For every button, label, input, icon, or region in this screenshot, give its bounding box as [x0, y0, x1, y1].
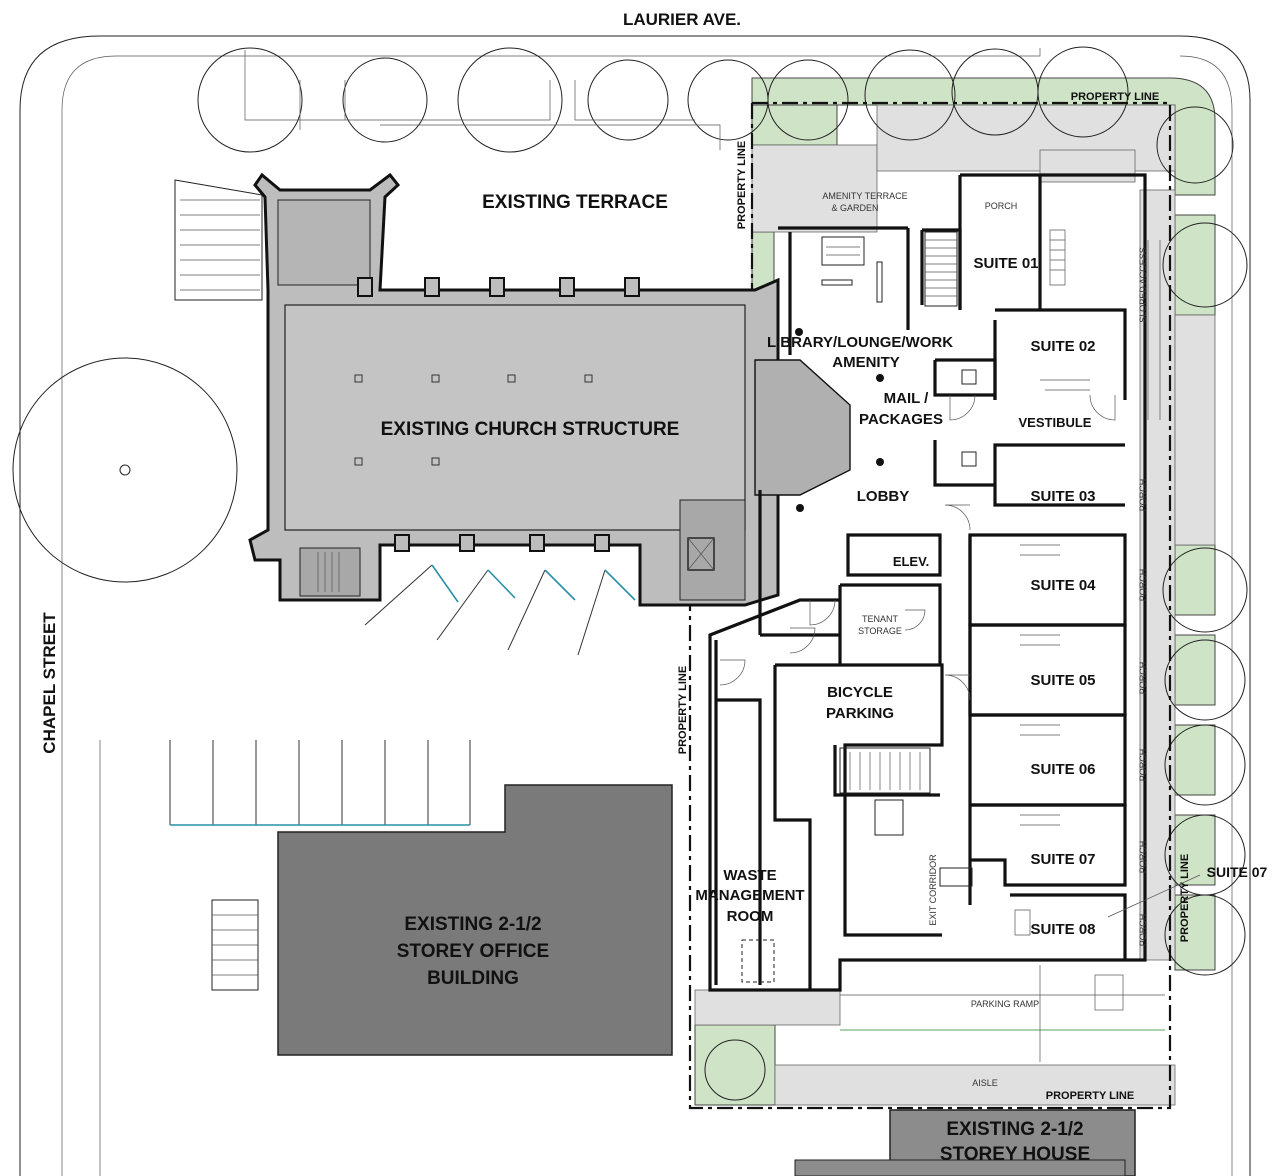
suite-07-label: SUITE 07: [1030, 851, 1095, 868]
suite-02-label: SUITE 02: [1030, 338, 1095, 355]
vestibule-label: VESTIBULE: [1019, 415, 1092, 430]
porch-label-north: PORCH: [985, 201, 1018, 211]
bicycle-label-line1: BICYCLE: [827, 684, 893, 701]
house-label-line1: EXISTING 2-1/2: [946, 1119, 1083, 1140]
suite-04-label: SUITE 04: [1030, 577, 1096, 594]
suite-07-callout-leader: [1107, 874, 1201, 918]
property-line-label-south: PROPERTY LINE: [1046, 1090, 1134, 1102]
mail-label-line2: PACKAGES: [859, 411, 943, 428]
amenity-terrace-label-line2: & GARDEN: [831, 203, 878, 213]
doors: [719, 394, 1116, 701]
parking-stalls: [169, 740, 471, 826]
house-label-line2: STOREY HOUSE: [940, 1144, 1090, 1165]
aisle-label: AISLE: [972, 1078, 998, 1088]
amenity-terrace-label-line1: AMENITY TERRACE: [822, 191, 907, 201]
laurier-ave-label: LAURIER AVE.: [623, 10, 741, 29]
existing-terrace-label: EXISTING TERRACE: [482, 192, 668, 213]
sloped-access-label: SLOPED ACCESS: [1138, 247, 1148, 323]
suite-08-label: SUITE 08: [1030, 921, 1095, 938]
existing-church-label: EXISTING CHURCH STRUCTURE: [381, 419, 680, 440]
porch-label-suite-05: PORCH: [1138, 662, 1148, 695]
chapel-street-label: CHAPEL STREET: [40, 612, 59, 754]
tenant-storage-label-line2: STORAGE: [858, 626, 902, 636]
library-label-line1: LIBRARY/LOUNGE/WORK: [767, 334, 953, 351]
street-curbs: [19, 35, 1251, 1176]
property-lines: [688, 101, 1172, 1110]
porch-label-suite-03: PORCH: [1138, 479, 1148, 512]
tenant-storage-label-line1: TENANT: [862, 614, 899, 624]
existing-office-building: [211, 784, 673, 1056]
suite-05-label: SUITE 05: [1030, 672, 1095, 689]
office-label-line1: EXISTING 2-1/2: [404, 914, 541, 935]
suite-01-label: SUITE 01: [973, 255, 1038, 272]
parking-ramp-label: PARKING RAMP: [971, 999, 1039, 1009]
porch-label-suite-08: PORCH: [1138, 914, 1148, 947]
property-line-label-southwest: PROPERTY LINE: [677, 666, 689, 754]
interior-details: [741, 229, 1165, 1062]
paving: [694, 104, 1216, 1106]
porch-label-suite-04: PORCH: [1138, 569, 1148, 602]
terrace-outline: [174, 50, 721, 301]
bicycle-label-line2: PARKING: [826, 705, 894, 722]
lobby-label: LOBBY: [857, 488, 910, 505]
suite-03-label: SUITE 03: [1030, 488, 1095, 505]
suite-06-label: SUITE 06: [1030, 761, 1095, 778]
property-line-label-east: PROPERTY LINE: [1179, 854, 1191, 942]
library-label-line2: AMENITY: [832, 354, 900, 371]
property-line-label-west: PROPERTY LINE: [736, 141, 748, 229]
trees: [12, 46, 1248, 1101]
property-line-label-north: PROPERTY LINE: [1071, 91, 1159, 103]
porch-label-suite-07: PORCH: [1138, 841, 1148, 874]
porch-label-suite-06: PORCH: [1138, 749, 1148, 782]
new-building-walls: [708, 173, 1147, 992]
office-label-line2: STOREY OFFICE: [397, 941, 549, 962]
mail-label-line1: MAIL /: [884, 390, 930, 407]
office-label-line3: BUILDING: [427, 968, 519, 989]
suite-07-callout-label: SUITE 07: [1207, 864, 1268, 880]
waste-label-line2: MANAGEMENT: [695, 887, 804, 904]
waste-label-line1: WASTE: [723, 867, 776, 884]
elevator-label: ELEV.: [893, 554, 929, 569]
angled-parking: [364, 564, 636, 656]
existing-church: [248, 172, 851, 607]
waste-label-line3: ROOM: [727, 908, 774, 925]
exit-corridor-label: EXIT CORRIDOR: [928, 854, 938, 926]
existing-house: [794, 1109, 1136, 1176]
landscape-areas: [694, 77, 1216, 1106]
